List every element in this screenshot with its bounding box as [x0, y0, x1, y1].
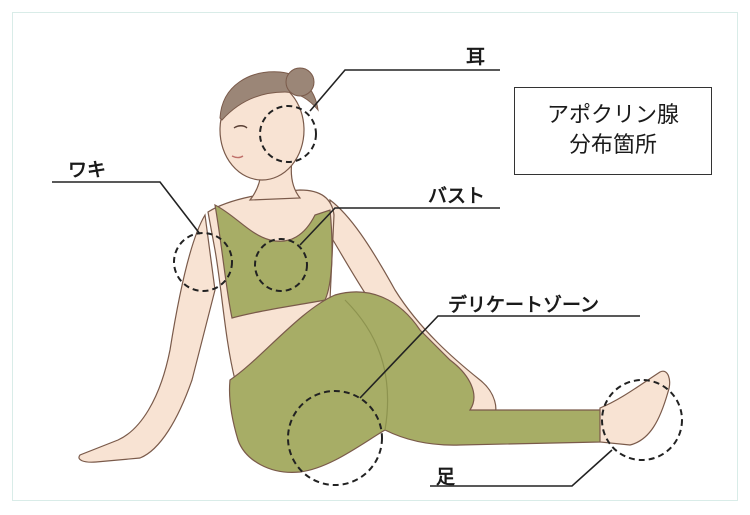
title-box: アポクリン腺 分布箇所 — [514, 87, 712, 175]
hair-bun — [285, 67, 315, 97]
title-line-1: アポクリン腺 — [546, 103, 679, 128]
ear-label: 耳 — [466, 46, 486, 68]
bust-label: バスト — [428, 185, 486, 207]
delicate-zone-circle — [287, 390, 383, 486]
delicate-zone-label: デリケートゾーン — [448, 294, 600, 316]
title-line-2: 分布箇所 — [568, 133, 657, 158]
left-arm — [78, 213, 216, 463]
bust-zone-circle — [254, 238, 308, 292]
sports-bra — [214, 203, 333, 319]
leggings-fold — [344, 299, 389, 431]
foot-leader-line — [430, 449, 613, 487]
image-frame — [12, 12, 738, 501]
foot-zone-circle — [601, 379, 683, 461]
ear-zone-circle — [259, 105, 317, 163]
foot-label: 足 — [436, 466, 456, 488]
armpit-label: ワキ — [68, 159, 107, 181]
ear-leader-line — [309, 69, 500, 112]
eye — [233, 125, 248, 129]
bust-leader-line — [299, 207, 500, 246]
armpit-leader-line — [52, 181, 201, 235]
mouth — [231, 155, 244, 159]
delicate-zone-leader-line — [359, 315, 640, 399]
foot — [599, 370, 671, 446]
armpit-zone-circle — [173, 232, 233, 292]
